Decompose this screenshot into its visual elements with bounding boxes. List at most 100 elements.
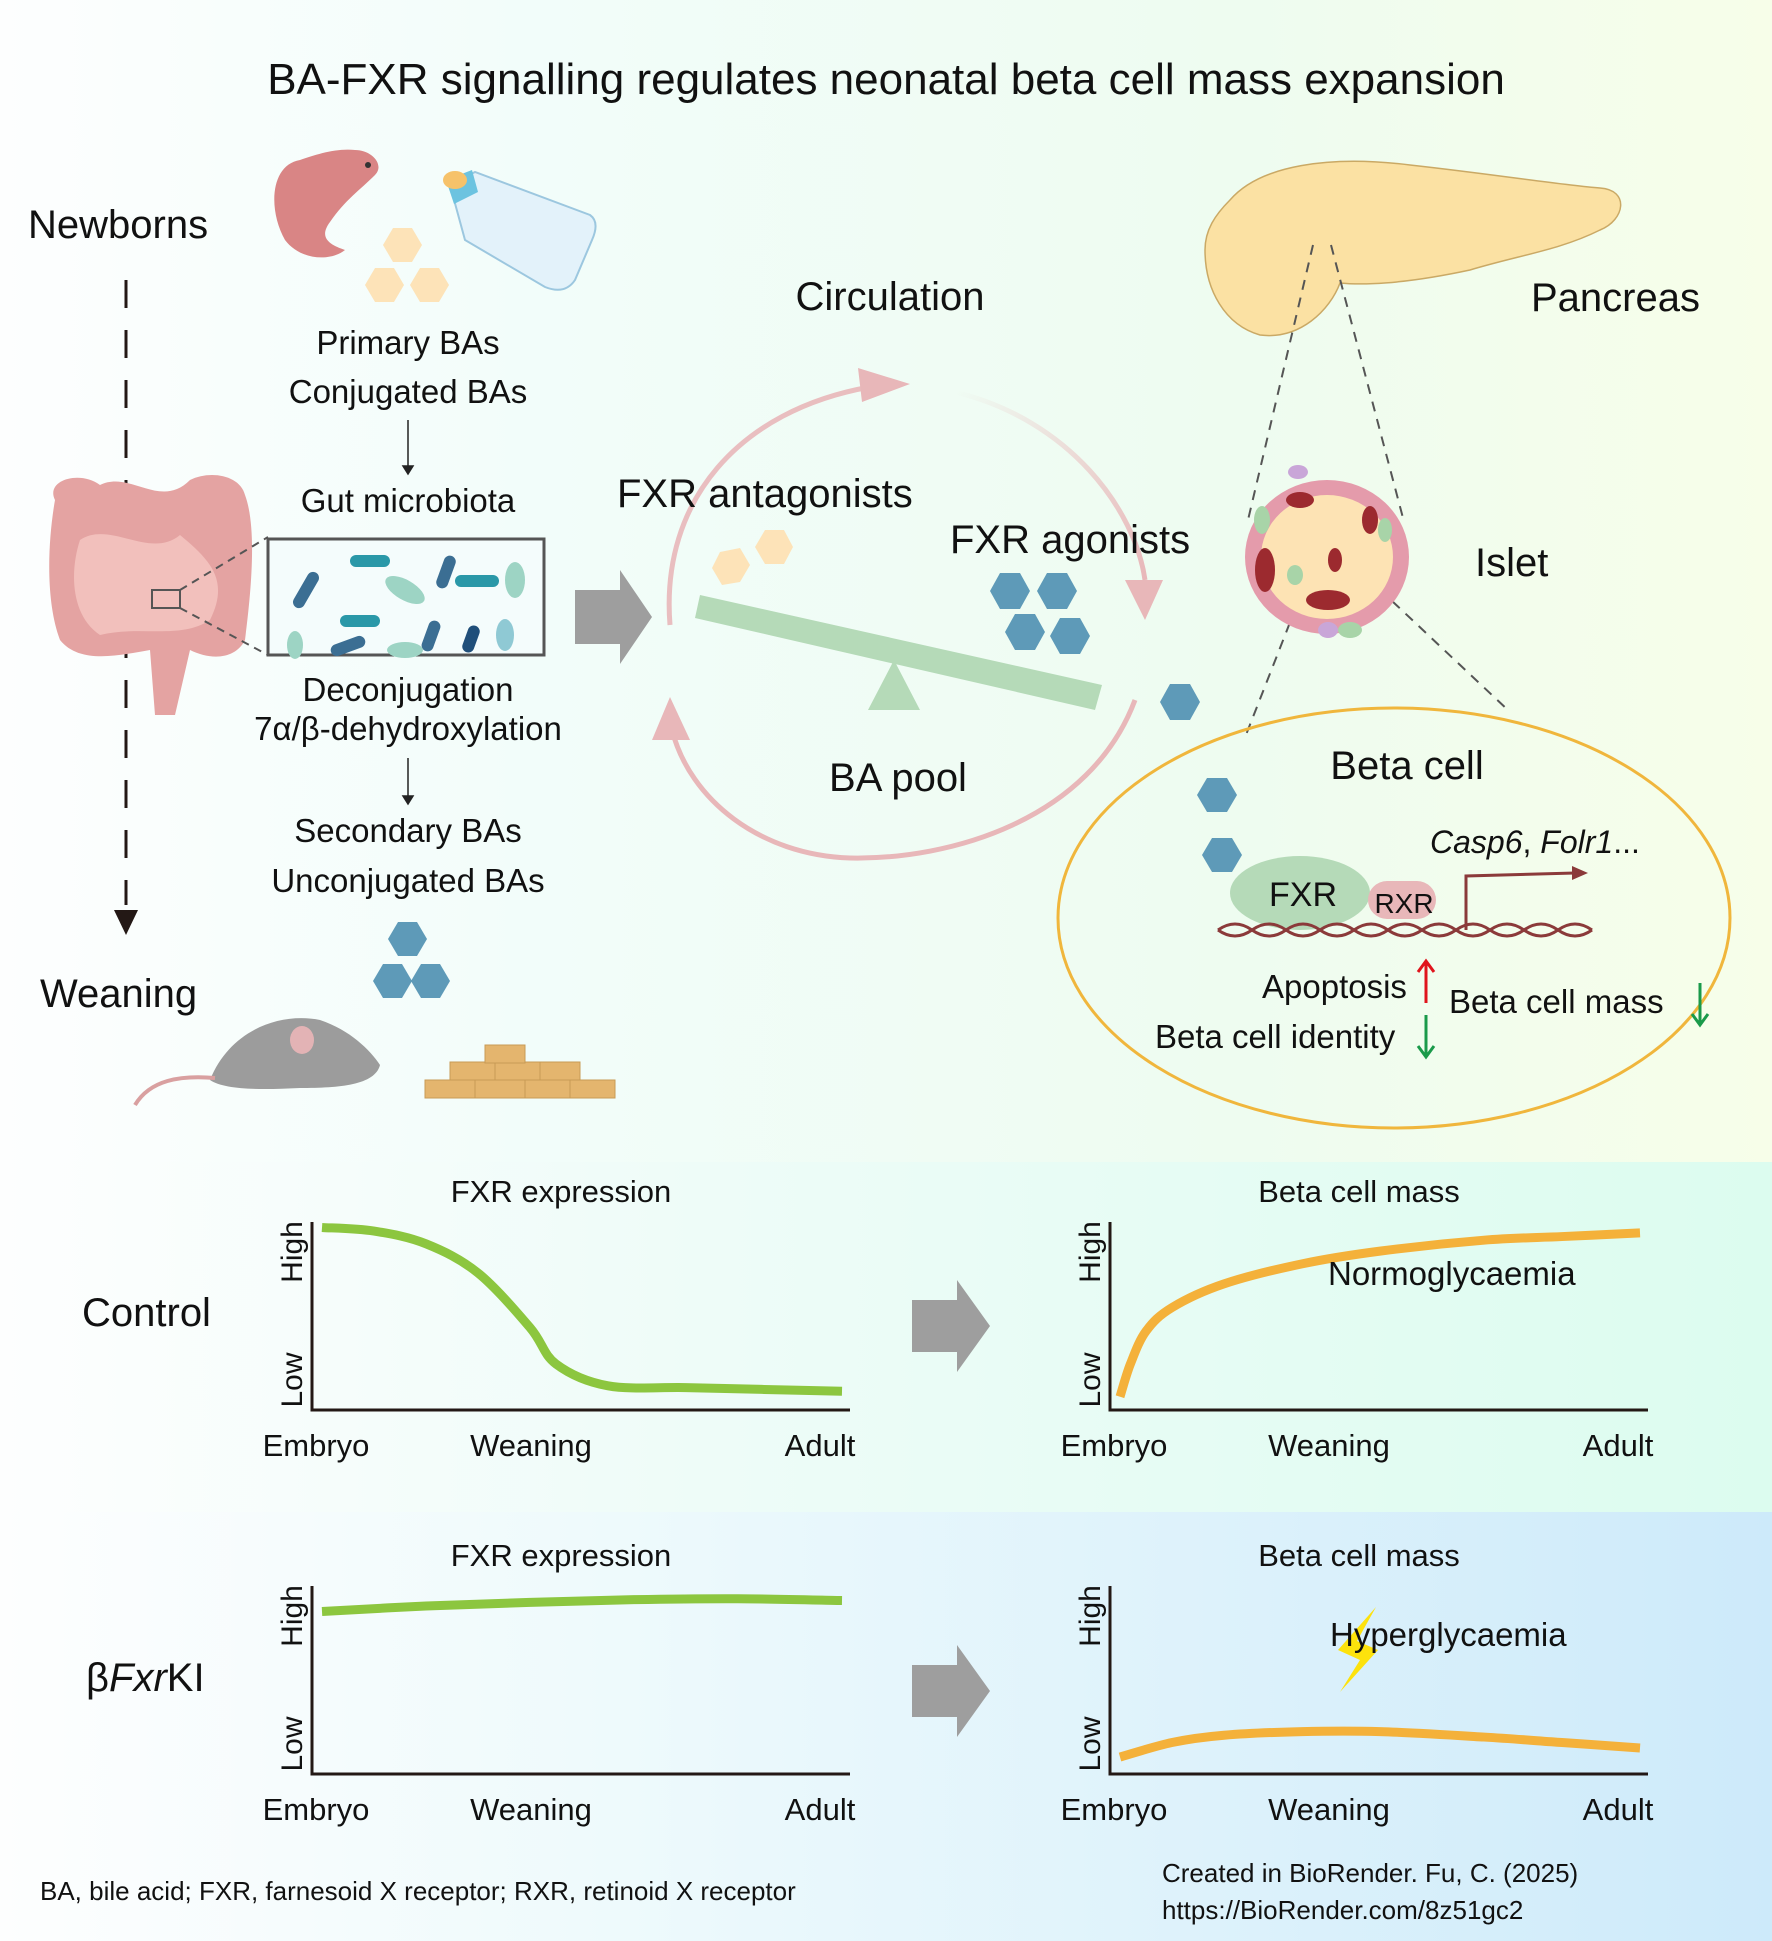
gene-ellipsis: ... [1613,824,1640,860]
x-tick-label: Weaning [1268,1792,1390,1827]
row-label-control: Control [82,1291,211,1335]
series-line [1115,1228,1641,1399]
chart-annotation: Normoglycaemia [1328,1255,1576,1292]
conjugated-bas-label: Conjugated BAs [288,373,528,410]
x-tick-label: Embryo [1061,1428,1168,1463]
weaned-mouse-icon [133,1018,380,1107]
series-line [1118,1726,1641,1762]
y-tick-label: High [1074,1221,1107,1283]
gene-folr1: Folr1 [1540,824,1614,860]
x-tick-label: Adult [785,1428,856,1463]
x-tick-label: Weaning [470,1792,592,1827]
seesaw-icon [695,595,1102,710]
y-tick-label: High [276,1585,309,1647]
newborn-mouse-icon [274,149,379,258]
abbreviations-footnote: BA, bile acid; FXR, farnesoid X receptor… [40,1876,796,1906]
fxr-rxr-complex [1230,856,1436,930]
beta-cell-ligand-hexagons [1197,778,1242,872]
figure-title: BA-FXR signalling regulates neonatal bet… [267,55,1505,104]
apoptosis-up-arrow [1416,958,1436,1003]
chart-axes [1108,1586,1648,1776]
pancreas-label: Pancreas [1531,276,1700,320]
ki-flow-arrow-icon [912,1645,990,1737]
pathway-arrow [401,420,415,806]
gut-microbiota-label: Gut microbiota [300,482,516,519]
secondary-ba-hexagons [373,922,450,998]
beta-cell-identity-label: Beta cell identity [1155,1018,1396,1055]
ba-pool-label: BA pool [829,756,967,800]
target-genes-label: Casp6, Folr1... [1430,826,1640,858]
x-tick-label: Embryo [263,1428,370,1463]
agonist-hexagons [990,573,1200,720]
timeline-start-label: Newborns [28,203,209,247]
x-tick-label: Adult [1583,1428,1654,1463]
dna-helix-icon [1217,922,1593,938]
primary-ba-hexagons [365,228,449,302]
unconjugated-bas-label: Unconjugated BAs [271,862,545,899]
chart-title: Beta cell mass [1258,1174,1460,1209]
beta-cell-mass-label: Beta cell mass [1449,983,1664,1020]
secondary-bas-label: Secondary BAs [294,812,522,849]
series-line [321,1594,843,1616]
chart-title: FXR expression [451,1538,672,1573]
biorender-link[interactable]: https://BioRender.com/8z51gc2 [1162,1895,1524,1925]
y-tick-label: Low [276,1352,309,1407]
chart-axes [310,1586,850,1776]
y-tick-label: Low [1074,1352,1107,1407]
control-flow-arrow-icon [912,1280,990,1372]
row-label-ki: βFxrKI [86,1658,205,1698]
milk-bottle-icon [443,170,597,291]
chart-axes [310,1222,850,1412]
biorender-credit: Created in BioRender. Fu, C. (2025) [1162,1858,1579,1888]
dehydroxylation-label: 7α/β-dehydroxylation [254,710,562,747]
fxr-label: FXR [1269,876,1337,914]
x-tick-label: Weaning [1268,1428,1390,1463]
ki-panel-background [0,1512,1772,1941]
mass-down-arrow [1690,983,1710,1028]
chart-title: FXR expression [451,1174,672,1209]
rxr-label: RXR [1374,888,1434,919]
pancreas-icon [1204,160,1622,337]
fxr-agonists-label: FXR agonists [950,518,1191,562]
chart-annotation: Hyperglycaemia [1330,1616,1567,1653]
chart-title: Beta cell mass [1258,1538,1460,1573]
x-tick-label: Adult [785,1792,856,1827]
gut-microbiota-box [266,537,546,659]
chow-pellets-icon [424,1044,616,1099]
apoptosis-label: Apoptosis [1262,968,1407,1005]
flow-arrow-icon [575,570,652,664]
fxr-antagonists-label: FXR antagonists [617,472,913,516]
antagonist-hexagons [712,530,793,585]
gene-separator: , [1522,824,1541,860]
series-line [321,1222,843,1396]
deconjugation-label: Deconjugation [302,671,514,708]
primary-bas-label: Primary BAs [316,324,500,361]
timeline-end-label: Weaning [40,972,198,1016]
chart-axes [1108,1222,1648,1412]
control-panel-background [0,1162,1772,1512]
beta-cell-title: Beta cell [1330,744,1484,788]
circulation-label: Circulation [795,275,985,319]
x-tick-label: Adult [1583,1792,1654,1827]
y-tick-label: High [1074,1585,1107,1647]
x-tick-label: Weaning [470,1428,592,1463]
identity-down-arrow [1416,1015,1436,1060]
x-tick-label: Embryo [263,1792,370,1827]
y-tick-label: Low [1074,1716,1107,1771]
y-tick-label: High [276,1221,309,1283]
beta-cell-outline [1056,706,1732,1130]
islet-icon [1245,465,1409,638]
transcription-arrow [1464,866,1588,930]
arrow-head-icon [114,910,138,935]
lightning-icon [1338,1607,1378,1692]
y-tick-label: Low [276,1716,309,1771]
